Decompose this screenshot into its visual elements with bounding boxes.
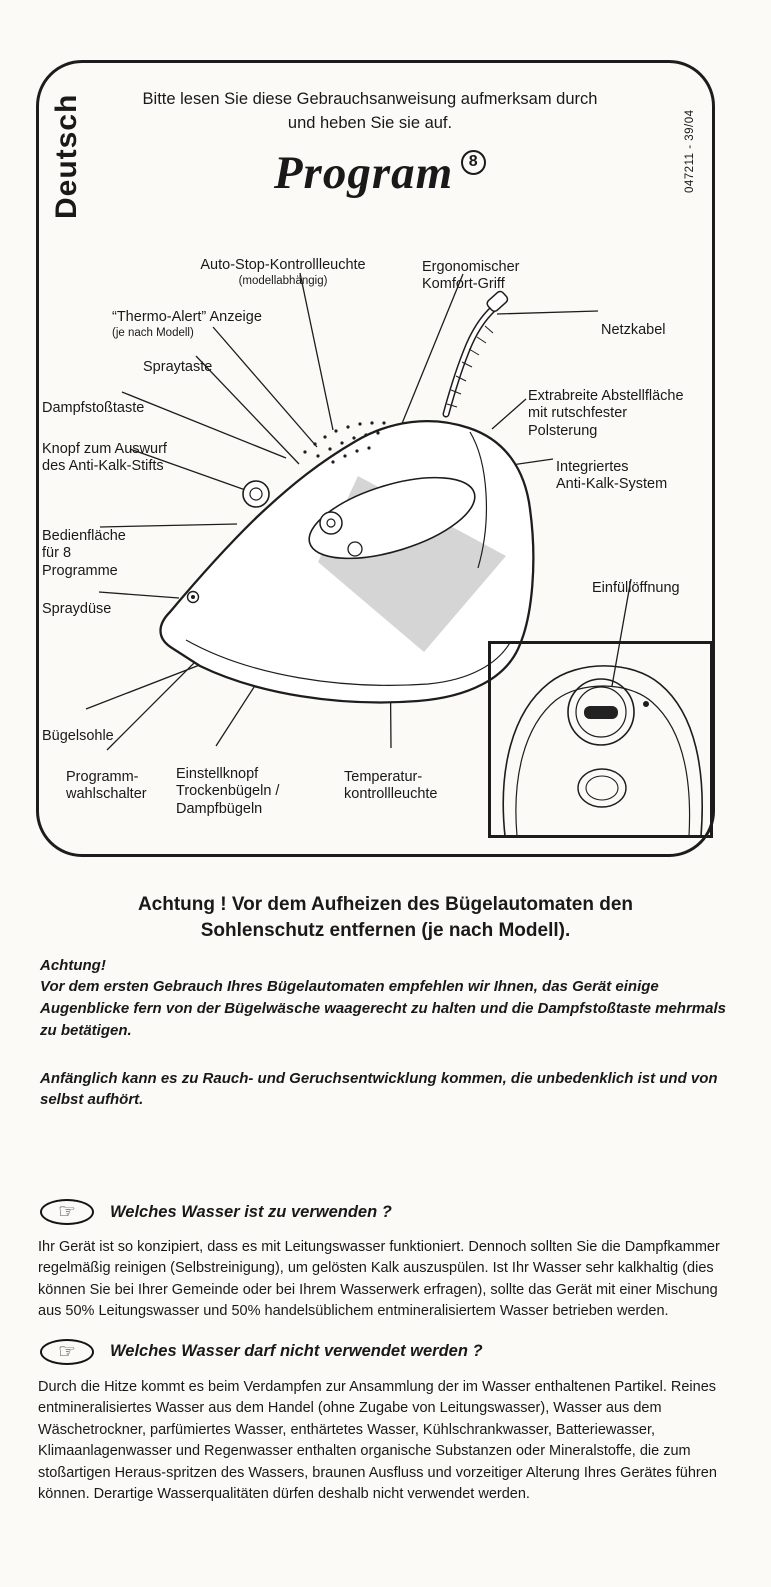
diagram-label-buegelsohle: Bügelsohle bbox=[42, 710, 114, 745]
section-body-water-to-use: Ihr Gerät ist so konzipiert, dass es mit… bbox=[38, 1239, 720, 1320]
label-text: Bedienfläche für 8 Programme bbox=[42, 527, 126, 580]
warning-subheading: Achtung! bbox=[40, 957, 106, 975]
diagram-label-thermo-alert: “Thermo-Alert” Anzeige (je nach Modell) bbox=[112, 291, 302, 358]
document-code: 047211 - 39/04 bbox=[684, 109, 696, 193]
label-text: Spraydüse bbox=[42, 600, 112, 617]
product-title-word: Program bbox=[273, 147, 454, 199]
label-text: Einstellknopf Trockenbügeln / Dampfbügel… bbox=[176, 765, 280, 818]
language-label: Deutsch bbox=[50, 93, 83, 220]
text-content: Achtung ! Vor dem Aufheizen des Bügelaut… bbox=[0, 880, 771, 1506]
diagram-label-einfuelloeffnung: Einfüllöffnung bbox=[592, 562, 680, 597]
diagram-label-abstellflaeche: Extrabreite Abstellfläche mit rutschfest… bbox=[528, 370, 718, 441]
diagram-label-anti-kalk-knopf: Knopf zum Auswurf des Anti-Kalk-Stifts bbox=[42, 423, 212, 476]
label-text: Integriertes Anti-Kalk-System bbox=[556, 458, 668, 493]
product-title: Program 8 bbox=[180, 146, 580, 200]
label-subtext: (je nach Modell) bbox=[112, 327, 194, 340]
label-text: Auto-Stop-Kontrollleuchte bbox=[200, 256, 366, 273]
inset-detail-frame bbox=[488, 641, 713, 838]
section-body-water-not-to-use: Durch die Hitze kommt es beim Verdampfen… bbox=[38, 1378, 717, 1503]
intro-text: Bitte lesen Sie diese Gebrauchsanweisung… bbox=[142, 90, 598, 132]
diagram-panel bbox=[36, 60, 715, 857]
diagram-label-temperaturkontrollleuchte: Temperatur- kontrollleuchte bbox=[344, 751, 484, 804]
pointing-hand-icon: ☞ bbox=[40, 1338, 94, 1365]
label-text: Programm- wahlschalter bbox=[66, 768, 147, 803]
label-text: Knopf zum Auswurf des Anti-Kalk-Stifts bbox=[42, 440, 167, 475]
diagram-label-komfort-griff: Ergonomischer Komfort-Griff bbox=[422, 241, 572, 294]
label-text: Bügelsohle bbox=[42, 727, 114, 744]
label-text: Extrabreite Abstellfläche mit rutschfest… bbox=[528, 387, 684, 440]
pointing-hand-icon: ☞ bbox=[40, 1199, 94, 1226]
circled-8-mark: 8 bbox=[461, 149, 487, 175]
section-title: Welches Wasser ist zu verwenden ? bbox=[110, 1202, 392, 1221]
section-title: Welches Wasser darf nicht verwendet werd… bbox=[110, 1342, 483, 1361]
label-text: Dampfstoßtaste bbox=[42, 399, 145, 416]
diagram-label-einstellknopf: Einstellknopf Trockenbügeln / Dampfbügel… bbox=[176, 748, 316, 819]
section-header-water-to-use: ☞ Welches Wasser ist zu verwenden ? bbox=[40, 1199, 771, 1226]
label-text: Spraytaste bbox=[143, 358, 213, 375]
diagram-label-sprayduese: Spraydüse bbox=[42, 583, 111, 618]
diagram-label-anti-kalk-system: Integriertes Anti-Kalk-System bbox=[556, 441, 706, 494]
diagram-label-spraytaste: Spraytaste bbox=[143, 341, 212, 376]
warning-heading: Achtung ! Vor dem Aufheizen des Bügelaut… bbox=[137, 894, 634, 941]
diagram-label-auto-stop: Auto-Stop-Kontrollleuchte (modellabhängi… bbox=[178, 239, 388, 306]
section-header-water-not-to-use: ☞ Welches Wasser darf nicht verwendet we… bbox=[40, 1338, 771, 1365]
diagram-label-bedienflaeche: Bedienfläche für 8 Programme bbox=[42, 510, 172, 581]
diagram-label-programmwahlschalter: Programm- wahlschalter bbox=[66, 751, 176, 804]
warning-paragraph-2: Anfänglich kann es zu Rauch- und Geruchs… bbox=[40, 1069, 718, 1109]
label-text: “Thermo-Alert” Anzeige bbox=[112, 308, 262, 325]
label-subtext: (modellabhängig) bbox=[238, 275, 328, 288]
label-text: Ergonomischer Komfort-Griff bbox=[422, 258, 520, 293]
label-text: Temperatur- kontrollleuchte bbox=[344, 768, 438, 803]
diagram-label-dampfstosstaste: Dampfstoßtaste bbox=[42, 382, 144, 417]
label-text: Einfüllöffnung bbox=[592, 579, 680, 596]
diagram-label-netzkabel: Netzkabel bbox=[601, 304, 665, 339]
label-text: Netzkabel bbox=[601, 321, 666, 338]
warning-paragraph-1: Vor dem ersten Gebrauch Ihres Bügelautom… bbox=[40, 978, 726, 1039]
